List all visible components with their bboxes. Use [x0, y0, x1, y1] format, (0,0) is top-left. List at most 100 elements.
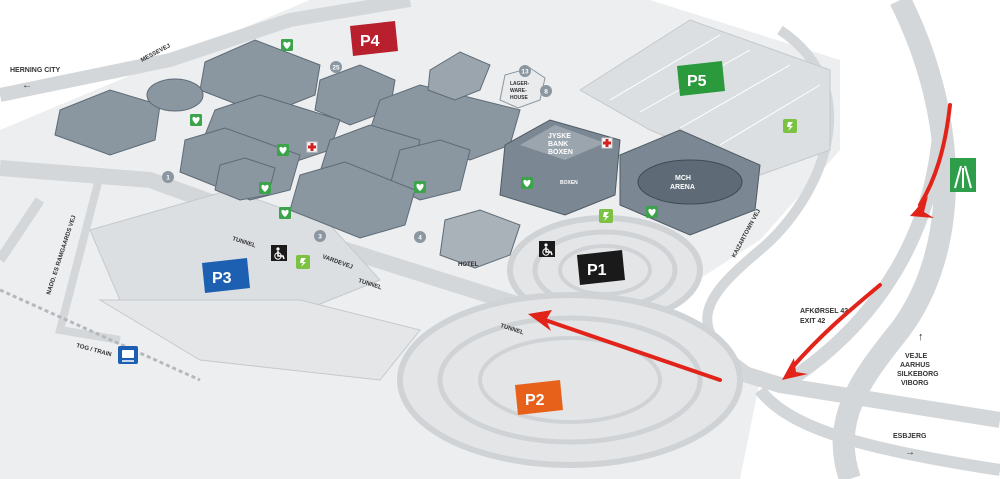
nadd-road: [0, 197, 45, 263]
motorway-sign: [950, 158, 976, 192]
warehouse-north: [427, 51, 491, 101]
entrance-marker: 13: [519, 65, 531, 77]
entrance-marker-number: 3: [318, 233, 322, 240]
exit-arrow: [788, 283, 882, 372]
railway-line: [0, 288, 201, 382]
aed-icons: [190, 39, 658, 219]
esbjerg-road: [755, 386, 1000, 476]
aed-heart-icon: [646, 206, 658, 218]
svg-text:HOUSE: HOUSE: [510, 95, 528, 101]
arrowheads: [528, 196, 934, 380]
vardevej-road: [0, 160, 1000, 428]
aed-heart-icon: [414, 181, 426, 193]
parking-p1[interactable]: P1: [577, 250, 625, 285]
hotel-label: HOTEL: [458, 262, 479, 268]
round-building: [146, 78, 204, 112]
jyske-bank-boxen-roof: [520, 125, 605, 160]
svg-text:EXIT 42: EXIT 42: [800, 318, 825, 325]
entrance-marker-circle: [330, 61, 342, 73]
southeast-arrow-icon: →: [905, 447, 915, 458]
herning-city-text: HERNING CITY: [10, 67, 61, 74]
aed-heart-icon: [259, 182, 271, 194]
exit-label: AFKØRSEL 42 EXIT 42: [800, 308, 848, 325]
p4-label: P4: [360, 33, 380, 50]
messevej-road: [0, 0, 412, 102]
first-aid-cross-icon: [601, 137, 613, 149]
svg-text:MCH: MCH: [675, 175, 691, 182]
aed-heart-icon: [277, 144, 289, 156]
entrance-marker-number: 4: [418, 234, 422, 241]
entrance-marker-number: 1: [166, 174, 170, 181]
ev-charging-icon: [599, 209, 613, 223]
svg-text:JYSKE: JYSKE: [548, 133, 571, 140]
p2-label: P2: [525, 392, 545, 409]
exhibition-halls: [54, 39, 546, 269]
svg-text:BOXEN: BOXEN: [548, 149, 573, 156]
aed-heart-icon: [279, 207, 291, 219]
p5-label: P5: [687, 73, 707, 90]
boxen-sign: BOXEN: [560, 180, 578, 186]
svg-text:ESBJERG: ESBJERG: [893, 433, 927, 440]
parking-p5[interactable]: P5: [677, 61, 725, 96]
aed-heart-icon: [521, 177, 533, 189]
jyske-bank-boxen-label: JYSKE BANK BOXEN: [548, 133, 573, 156]
mch-arena-label: MCH ARENA: [670, 175, 695, 191]
ev-icons: [296, 119, 797, 269]
vardevej-arrowhead: [528, 310, 552, 331]
svg-text:VIBORG: VIBORG: [901, 380, 929, 387]
svg-text:ARENA: ARENA: [670, 184, 695, 191]
entrance-marker: 8: [540, 85, 552, 97]
entrance-marker: 1: [162, 171, 174, 183]
svg-text:BANK: BANK: [548, 141, 568, 148]
aed-heart-icon: [190, 114, 202, 126]
entrance-marker: 4: [414, 231, 426, 243]
entrance-marker-circle: [519, 65, 531, 77]
north-arrow-icon: ↑: [918, 331, 924, 343]
entrance-marker-number: 25: [332, 64, 340, 71]
first-aid-cross-icon: [306, 141, 318, 153]
entrance-marker-number: 13: [521, 68, 529, 75]
route-arrows: [543, 103, 952, 382]
p1-label: P1: [587, 262, 607, 279]
entrance-marker-circle: [162, 171, 174, 183]
parking-p3[interactable]: P3: [202, 258, 250, 293]
train-icon: [118, 346, 138, 364]
entrance-marker-circle: [540, 85, 552, 97]
west-road: [55, 174, 121, 344]
svg-text:WARE-: WARE-: [510, 88, 527, 94]
parking-p2[interactable]: P2: [515, 380, 563, 415]
mch-arena-pitch: [637, 159, 743, 205]
ev-charging-icon: [296, 255, 310, 269]
disabled-parking-icons: [271, 241, 555, 261]
entrance-marker: 25: [330, 61, 342, 73]
svg-text:LAGER-: LAGER-: [510, 81, 530, 87]
motorway-arrow: [918, 103, 952, 207]
svg-text:SILKEBORG: SILKEBORG: [897, 371, 939, 378]
aed-heart-icon: [281, 39, 293, 51]
entrance-marker: 3: [314, 230, 326, 242]
west-arrow-icon: ←: [22, 80, 32, 91]
exit-arrowhead: [782, 358, 808, 380]
svg-text:AARHUS: AARHUS: [900, 362, 930, 369]
north-destinations: ↑ VEJLE AARHUS SILKEBORG VIBORG: [897, 331, 939, 387]
svg-text:VEJLE: VEJLE: [905, 353, 928, 360]
motorway-road: [832, 0, 956, 479]
lager-label: LAGER- WARE- HOUSE: [510, 81, 530, 101]
hotel-building: [439, 209, 521, 269]
entrance-marker-circle: [314, 230, 326, 242]
p3-south-lot: [98, 299, 421, 381]
entrance-marker-circle: [414, 231, 426, 243]
motorway-arrowhead: [910, 196, 934, 218]
wheelchair-icon: [271, 245, 287, 261]
herning-city-label: HERNING CITY ←: [10, 67, 61, 91]
parking-p4[interactable]: P4: [350, 21, 398, 56]
entrance-marker-number: 8: [544, 88, 548, 95]
p5-lot: [579, 19, 831, 176]
esbjerg-destination: ESBJERG →: [893, 433, 927, 458]
p3-label: P3: [212, 270, 232, 287]
svg-text:AFKØRSEL 42: AFKØRSEL 42: [800, 308, 848, 315]
ev-charging-icon: [783, 119, 797, 133]
